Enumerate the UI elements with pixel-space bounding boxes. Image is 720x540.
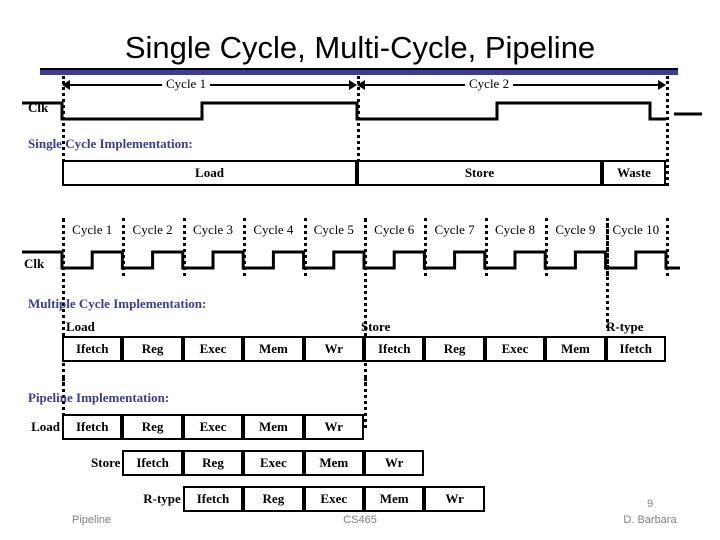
multi-cycle-stage-r-type-ifetch[interactable]: Ifetch <box>605 336 666 362</box>
cycle1-span-arrow: Cycle 1 <box>62 76 357 92</box>
single-cycle-bar-waste[interactable]: Waste <box>602 160 666 186</box>
pipeline-stage-store-reg[interactable]: Reg <box>182 450 244 476</box>
cycle2-label: Cycle 2 <box>465 76 514 92</box>
cycle1-label: Cycle 1 <box>162 76 211 92</box>
pipeline-stage-r-type-mem[interactable]: Mem <box>364 486 425 512</box>
title-underline-black <box>40 68 678 70</box>
title-underline-accent <box>40 70 678 75</box>
multi-cycle-group-label-rtype: R-type <box>606 319 644 334</box>
multi-cycle-label-6: Cycle 6 <box>374 222 415 237</box>
pipeline-stage-store-ifetch[interactable]: Ifetch <box>122 450 183 476</box>
single-cycle-bar-store[interactable]: Store <box>357 160 602 186</box>
pipeline-stage-load-reg[interactable]: Reg <box>122 414 183 440</box>
pipeline-stage-load-mem[interactable]: Mem <box>243 414 304 440</box>
footer-page-number: 9 <box>646 498 654 510</box>
guide-line-cycle1-start <box>62 76 65 186</box>
multi-cycle-clock-waveform <box>22 244 702 276</box>
multi-cycle-label-9: Cycle 9 <box>555 222 596 237</box>
multi-cycle-label-8: Cycle 8 <box>494 222 536 237</box>
pipeline-stage-r-type-wr[interactable]: Wr <box>424 486 485 512</box>
arrow-head-right-icon <box>658 80 666 90</box>
multi-cycle-heading: Multiple Cycle Implementation: <box>28 296 207 311</box>
footer-center: CS465 <box>343 514 377 526</box>
guide-line-cycle1-end <box>357 76 360 186</box>
pipeline-row-label-store: Store <box>91 455 121 470</box>
multi-cycle-stage-store-exec[interactable]: Exec <box>484 336 546 362</box>
arrow-head-right-icon <box>349 80 357 90</box>
single-cycle-heading: Single Cycle Implementation: <box>28 136 193 151</box>
multi-cycle-stage-store-ifetch[interactable]: Ifetch <box>364 336 425 362</box>
multi-cycle-label-row: Cycle 1 Cycle 2 Cycle 3 Cycle 4 Cycle 5 Cycle… <box>0 222 720 240</box>
pipeline-stage-r-type-exec[interactable]: Exec <box>303 486 364 512</box>
pipeline-row-label-load: Load <box>31 419 60 434</box>
multi-cycle-label-3: Cycle 3 <box>192 222 234 237</box>
multi-cycle-label-2: Cycle 2 <box>132 222 173 237</box>
multi-cycle-label-4: Cycle 4 <box>253 222 294 237</box>
multi-cycle-group-label-store: Store <box>361 319 391 334</box>
multi-cycle-label-10: Cycle 10 <box>612 222 660 237</box>
pipeline-stage-r-type-reg[interactable]: Reg <box>243 486 304 512</box>
multi-cycle-clk-label-wrap: Clk <box>24 255 44 273</box>
footer-left: Pipeline <box>72 514 112 526</box>
multi-cycle-stage-load-mem[interactable]: Mem <box>243 336 304 362</box>
arrow-head-left-icon <box>357 80 365 90</box>
multi-cycle-stage-load-ifetch[interactable]: Ifetch <box>62 336 123 362</box>
footer-author: D. Barbara <box>623 514 677 526</box>
cycle2-span-arrow: Cycle 2 <box>357 76 666 92</box>
pipeline-stage-load-wr[interactable]: Wr <box>303 414 364 440</box>
multi-cycle-label-5: Cycle 5 <box>313 222 354 237</box>
multi-cycle-group-label-load: Load <box>66 319 95 334</box>
multi-cycle-stage-load-reg[interactable]: Reg <box>122 336 183 362</box>
page-title: Single Cycle, Multi-Cycle, Pipeline <box>124 30 596 65</box>
multi-cycle-label-7: Cycle 7 <box>434 222 475 237</box>
multi-cycle-label-1: Cycle 1 <box>72 222 113 237</box>
multi-cycle-stage-store-mem[interactable]: Mem <box>545 336 606 362</box>
multi-cycle-stage-store-reg[interactable]: Reg <box>424 336 485 362</box>
pipeline-stage-r-type-ifetch[interactable]: Ifetch <box>182 486 244 512</box>
pipeline-stage-load-ifetch[interactable]: Ifetch <box>62 414 123 440</box>
pipeline-stage-load-exec[interactable]: Exec <box>182 414 244 440</box>
pipeline-heading: Pipeline Implementation: <box>28 390 170 405</box>
single-cycle-bar-load[interactable]: Load <box>62 160 357 186</box>
pipeline-row-label-r-type: R-type <box>143 491 181 506</box>
multi-cycle-stage-load-exec[interactable]: Exec <box>182 336 244 362</box>
clk-label: Clk <box>24 256 45 271</box>
multi-cycle-stage-load-wr[interactable]: Wr <box>303 336 364 362</box>
pipeline-stage-store-mem[interactable]: Mem <box>303 450 364 476</box>
pipeline-stage-store-exec[interactable]: Exec <box>243 450 304 476</box>
single-cycle-clock-waveform <box>22 95 702 125</box>
pipeline-stage-store-wr[interactable]: Wr <box>364 450 425 476</box>
guide-line-cycle2-end <box>666 76 669 186</box>
arrow-head-left-icon <box>62 80 70 90</box>
